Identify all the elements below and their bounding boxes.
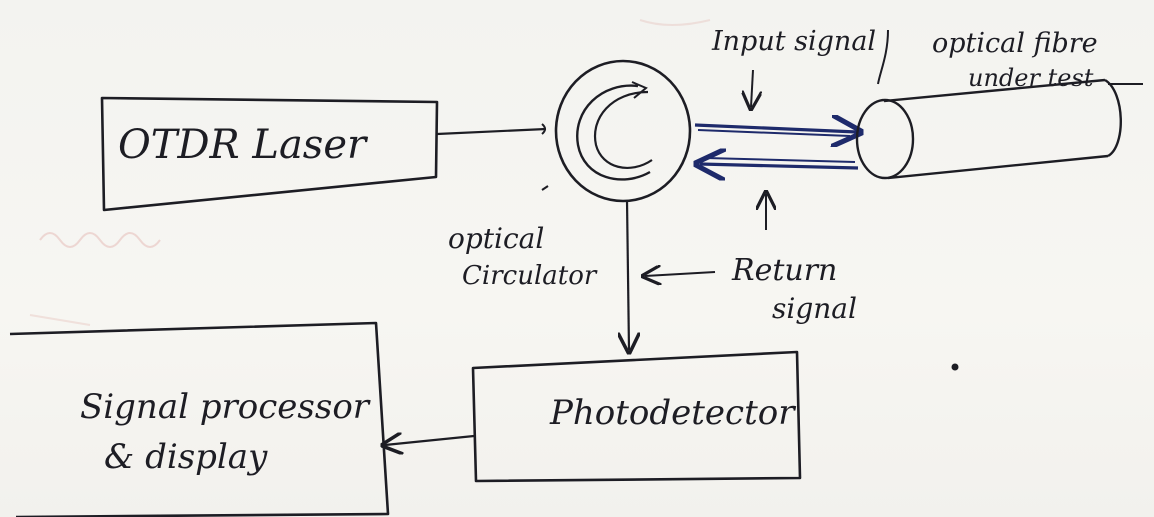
fibre-label-line2: under test bbox=[968, 64, 1094, 92]
laser-to-circulator-line bbox=[436, 127, 547, 136]
ink-dot bbox=[951, 363, 959, 371]
return-to-circulator-pointer bbox=[645, 272, 716, 276]
laser-connector-mark bbox=[541, 123, 546, 135]
input-signal-label: Input signal bbox=[711, 26, 876, 57]
circulator-label-line1: optical bbox=[448, 222, 544, 255]
circulator-label-line2: Circulator bbox=[462, 261, 598, 291]
photodetector-block: Photodetector bbox=[471, 350, 802, 483]
input-signal-beam bbox=[694, 125, 857, 136]
otdr-laser-block: OTDR Laser bbox=[100, 96, 439, 212]
circulator-to-photodetector-line bbox=[627, 199, 629, 350]
otdr-laser-label: OTDR Laser bbox=[118, 122, 369, 168]
signal-processor-block: Signal processor & display bbox=[9, 321, 390, 517]
photodetector-to-processor-line bbox=[385, 436, 475, 445]
optical-circulator bbox=[541, 59, 692, 203]
input-signal-pointer bbox=[751, 69, 753, 107]
processor-label-line2: & display bbox=[104, 437, 268, 477]
processor-label-line1: Signal processor bbox=[80, 387, 371, 427]
photodetector-label: Photodetector bbox=[549, 393, 796, 433]
return-signal-label-line1: Return bbox=[731, 253, 837, 288]
optical-fibre-under-test bbox=[855, 78, 1122, 180]
fibre-label-line1: optical fibre bbox=[932, 28, 1098, 59]
return-signal-beam bbox=[700, 158, 859, 168]
fibre-label-tick bbox=[877, 29, 889, 85]
paper-bleed-through bbox=[29, 19, 711, 326]
return-signal-label-line2: signal bbox=[772, 292, 857, 325]
